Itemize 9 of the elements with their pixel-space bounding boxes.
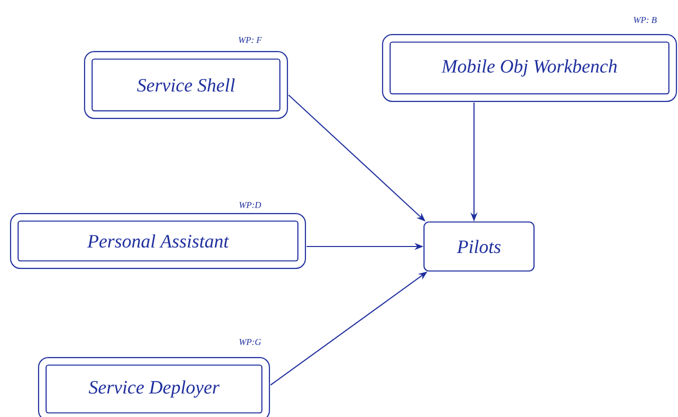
process-box: Personal Assistant bbox=[10, 213, 306, 269]
work-package-label: WP:G bbox=[239, 338, 262, 346]
work-package-label: WP: B bbox=[634, 17, 657, 23]
process-box: Pilots bbox=[423, 221, 535, 272]
process-box: Mobile Obj Workbench bbox=[382, 34, 677, 102]
process-box: Service Shell bbox=[84, 51, 288, 119]
work-package-label: WP:D bbox=[239, 202, 262, 208]
process-box: Service Deployer bbox=[38, 357, 270, 417]
work-package-label: WP: F bbox=[238, 37, 262, 43]
